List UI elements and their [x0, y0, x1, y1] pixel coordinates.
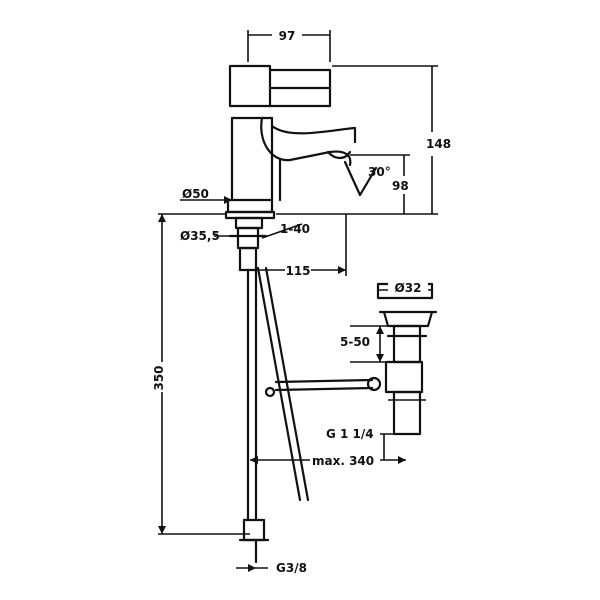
body-diameter-dimension: Ø50 [180, 187, 232, 204]
max-length-dimension: max. 340 [250, 452, 406, 468]
waste-diameter-label: Ø32 [395, 281, 422, 295]
pop-up-rod [256, 266, 382, 502]
countertop-and-length: 350 [152, 213, 250, 535]
max-length-label: max. 340 [312, 454, 374, 468]
faucet-body [224, 116, 357, 220]
waste-thread-dimension: G 1 1/4 [326, 427, 420, 460]
reach-label: 115 [285, 264, 310, 278]
height-dimensions: 148 98 [276, 65, 451, 215]
top-width-dimension: 97 [247, 28, 331, 62]
mixer-handle [228, 64, 332, 108]
reach-dimension: 115 [256, 214, 347, 278]
top-width-label: 97 [279, 29, 296, 43]
spout-angle-label: 30° [368, 165, 391, 179]
body-diameter-label: Ø50 [182, 187, 209, 201]
spout-height-label: 98 [392, 179, 409, 193]
waste-range-dimension: 5-50 [340, 325, 390, 363]
spout-angle-indicator: 30° [343, 160, 391, 197]
thread-label: 1-40 [280, 222, 310, 236]
overall-height-label: 148 [426, 137, 451, 151]
waste-range-label: 5-50 [340, 335, 370, 349]
flex-diameter-dimension: Ø35,5 1-40 [180, 222, 310, 243]
bottom-connection: G3/8 [236, 561, 307, 575]
flex-diameter-label: Ø35,5 [180, 229, 220, 243]
hose-length-label: 350 [152, 365, 166, 390]
fixing-assembly [228, 216, 270, 564]
connection-label: G3/8 [276, 561, 307, 575]
pop-up-waste: Ø32 [376, 280, 438, 436]
waste-thread-label: G 1 1/4 [326, 427, 374, 441]
